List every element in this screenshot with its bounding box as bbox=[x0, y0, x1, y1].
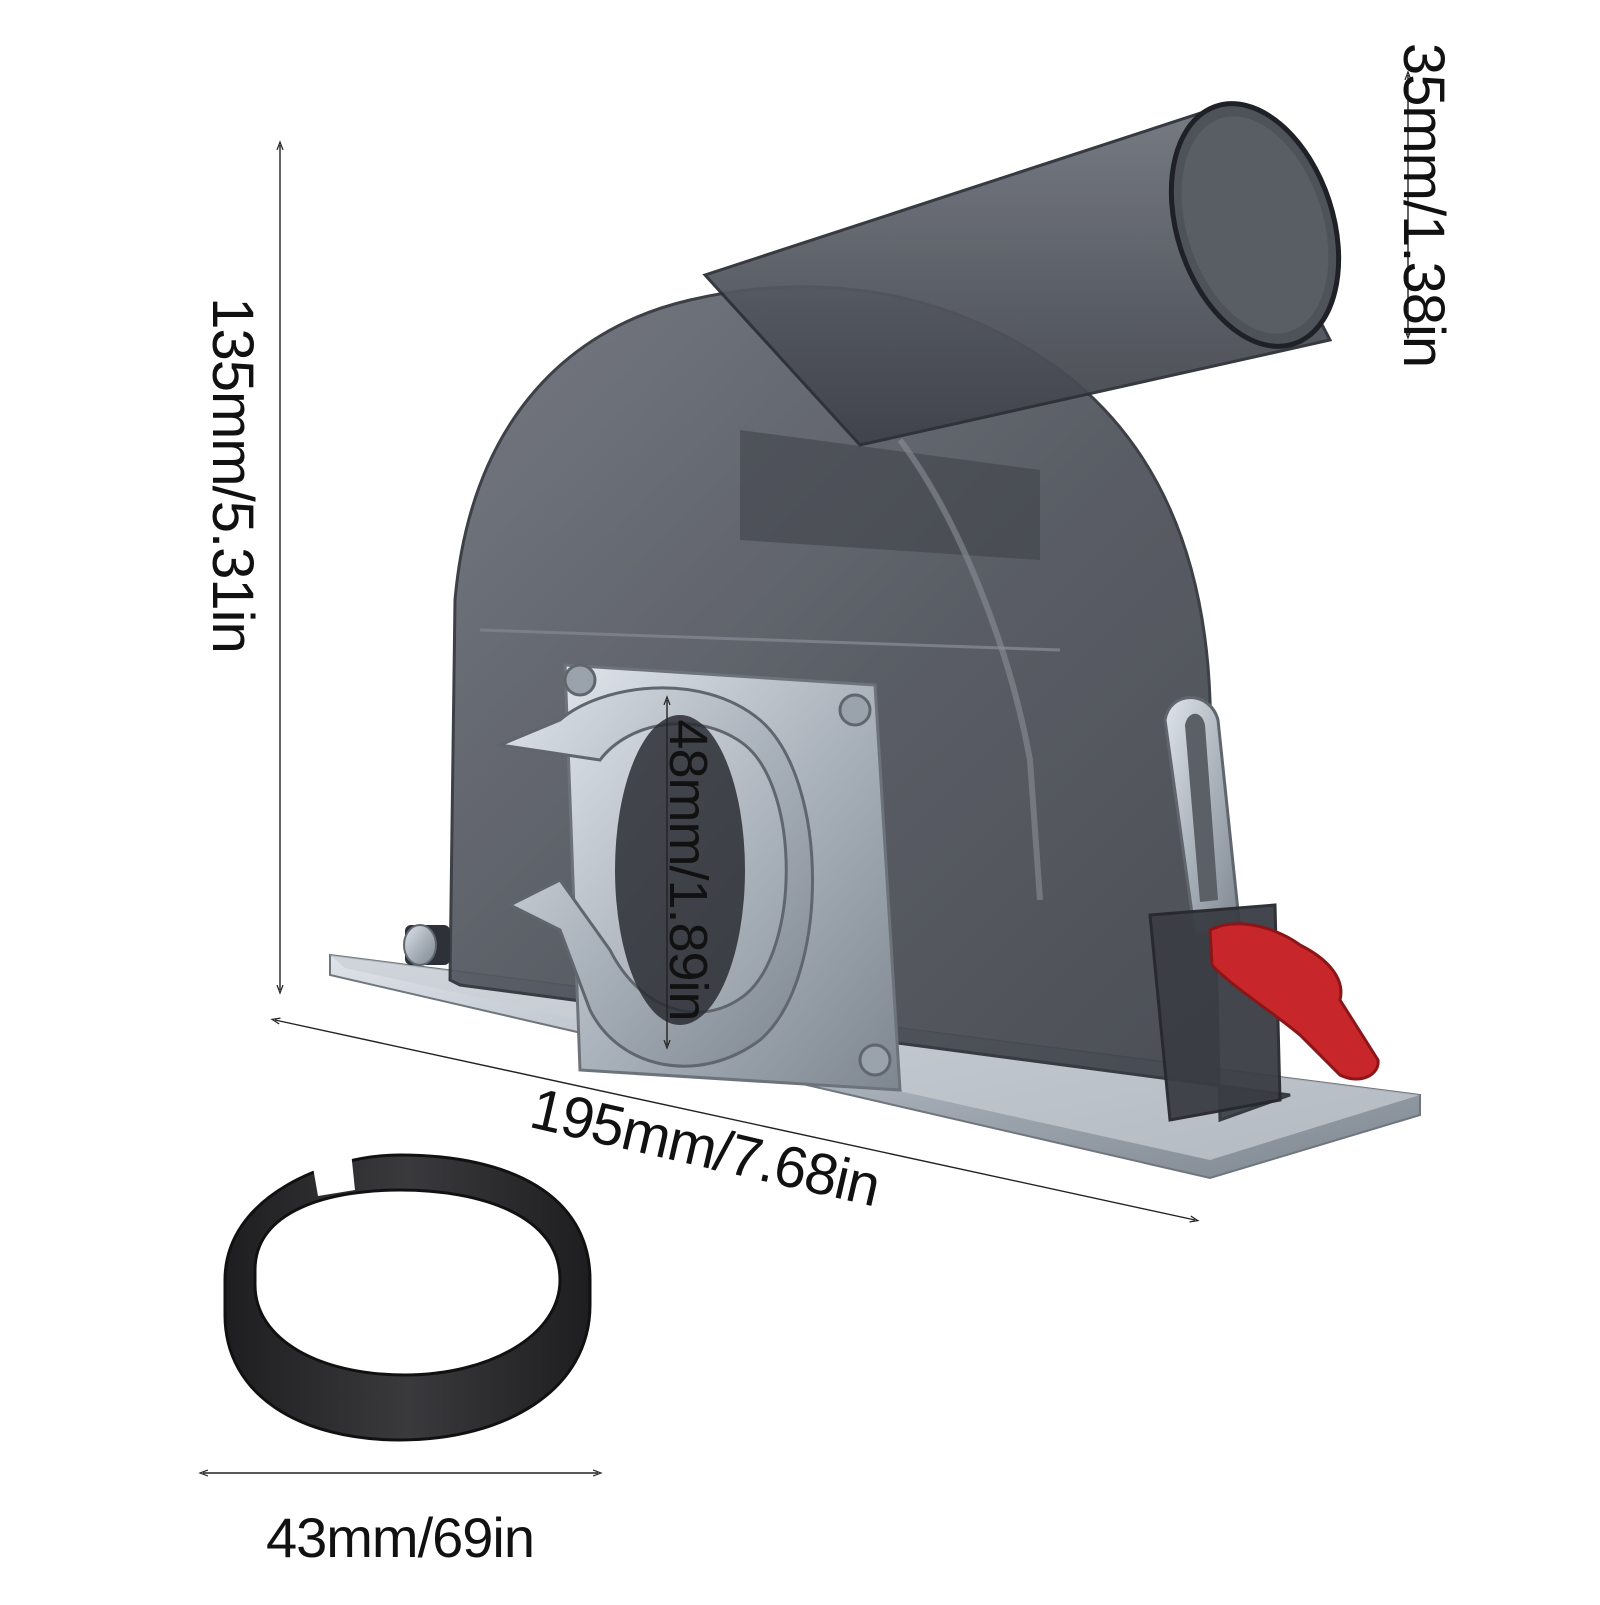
mount-diameter-label: 48mm/1.89in bbox=[658, 719, 718, 1021]
outlet-diameter-label: 35mm/1.38in bbox=[1391, 42, 1456, 368]
dust-outlet-tube bbox=[702, 101, 1342, 447]
dimension-lines bbox=[203, 75, 1408, 1473]
ring-diameter-label: 43mm/69in bbox=[265, 1506, 535, 1569]
clamp-collar bbox=[494, 686, 814, 1068]
side-bolt bbox=[403, 924, 450, 966]
locking-lever bbox=[1208, 922, 1380, 1081]
reducer-ring bbox=[223, 1142, 592, 1442]
width-arrow bbox=[275, 1020, 1195, 1220]
height-dimension-label: 135mm/5.31in bbox=[200, 297, 265, 653]
